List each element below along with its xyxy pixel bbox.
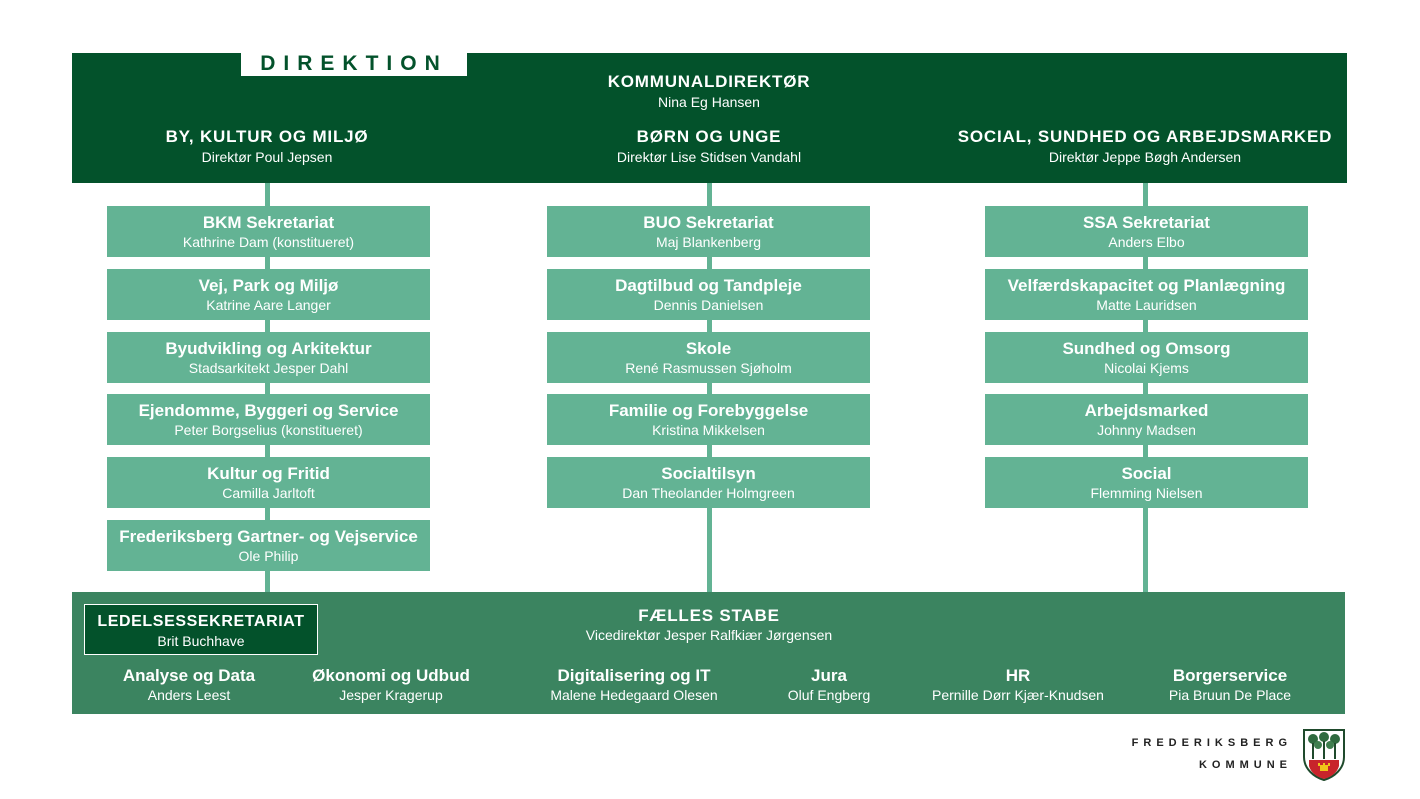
unit-title: Skole: [685, 339, 732, 358]
unit-box: Social Flemming Nielsen: [985, 457, 1308, 508]
ledelsessekretariat-box: LEDELSESSEKRETARIAT Brit Buchhave: [84, 604, 318, 655]
unit-leader: Ole Philip: [238, 548, 299, 564]
division-director: Direktør Lise Stidsen Vandahl: [616, 149, 802, 165]
division-director: Direktør Poul Jepsen: [201, 149, 333, 165]
logo-line-2: KOMMUNE: [1198, 759, 1292, 771]
stab-leader: Anders Leest: [147, 687, 231, 703]
unit-title: Frederiksberg Gartner- og Vejservice: [119, 527, 418, 546]
unit-box: BKM Sekretariat Kathrine Dam (konstituer…: [107, 206, 430, 257]
stab-unit: Digitalisering og IT Malene Hedegaard Ol…: [519, 666, 749, 704]
unit-box: BUO Sekretariat Maj Blankenberg: [547, 206, 870, 257]
unit-box: Familie og Forebyggelse Kristina Mikkels…: [547, 394, 870, 445]
unit-leader: Anders Elbo: [1108, 234, 1185, 250]
unit-box: Vej, Park og Miljø Katrine Aare Langer: [107, 269, 430, 320]
division-director: Direktør Jeppe Bøgh Andersen: [1048, 149, 1242, 165]
unit-box: Skole René Rasmussen Sjøholm: [547, 332, 870, 383]
stab-leader: Oluf Engberg: [787, 687, 871, 703]
stab-title: Digitalisering og IT: [557, 666, 711, 685]
unit-box: Byudvikling og Arkitektur Stadsarkitekt …: [107, 332, 430, 383]
division-header-bkm: BY, KULTUR OG MILJØ Direktør Poul Jepsen: [87, 127, 447, 165]
unit-title: Ejendomme, Byggeri og Service: [138, 401, 399, 420]
unit-title: Familie og Forebyggelse: [608, 401, 809, 420]
division-header-ssa: SOCIAL, SUNDHED OG ARBEJDSMARKED Direktø…: [945, 127, 1345, 165]
stab-title: Borgerservice: [1172, 666, 1288, 685]
unit-title: Kultur og Fritid: [207, 464, 330, 483]
unit-box: Ejendomme, Byggeri og Service Peter Borg…: [107, 394, 430, 445]
stab-title: Jura: [811, 666, 847, 685]
unit-title: Social: [1121, 464, 1172, 483]
division-title: BY, KULTUR OG MILJØ: [165, 127, 369, 146]
kommunaldirektor-name: Nina Eg Hansen: [658, 94, 760, 110]
faelles-stabe-header: FÆLLES STABE Vicedirektør Jesper Ralfkiæ…: [509, 606, 909, 644]
kommunaldirektor-block: KOMMUNALDIREKTØR Nina Eg Hansen: [509, 72, 909, 110]
unit-box: Sundhed og Omsorg Nicolai Kjems: [985, 332, 1308, 383]
unit-leader: Katrine Aare Langer: [206, 297, 331, 313]
connector-line-bkm: [265, 183, 270, 592]
unit-title: BKM Sekretariat: [202, 213, 335, 232]
stab-leader: Jesper Kragerup: [339, 687, 443, 703]
ledelsessekretariat-title: LEDELSESSEKRETARIAT: [97, 613, 305, 630]
unit-title: Velfærdskapacitet og Planlægning: [1007, 276, 1286, 295]
stab-title: Analyse og Data: [122, 666, 256, 685]
unit-box: Velfærdskapacitet og Planlægning Matte L…: [985, 269, 1308, 320]
connector-line-ssa: [1143, 183, 1148, 592]
unit-box: Frederiksberg Gartner- og Vejservice Ole…: [107, 520, 430, 571]
unit-leader: Johnny Madsen: [1097, 422, 1196, 438]
ledelsessekretariat-leader: Brit Buchhave: [157, 633, 245, 649]
unit-leader: Maj Blankenberg: [655, 234, 762, 250]
unit-leader: Nicolai Kjems: [1104, 360, 1189, 376]
kommunaldirektor-title: KOMMUNALDIREKTØR: [607, 72, 811, 91]
stab-title: Økonomi og Udbud: [312, 666, 470, 685]
unit-leader: Flemming Nielsen: [1090, 485, 1203, 501]
faelles-stabe-title: FÆLLES STABE: [638, 606, 780, 625]
division-title: SOCIAL, SUNDHED OG ARBEJDSMARKED: [957, 127, 1333, 146]
division-header-buo: BØRN OG UNGE Direktør Lise Stidsen Vanda…: [529, 127, 889, 165]
connector-line-buo: [707, 183, 712, 592]
unit-title: SSA Sekretariat: [1083, 213, 1210, 232]
unit-title: Socialtilsyn: [661, 464, 756, 483]
faelles-stabe-leader: Vicedirektør Jesper Ralfkiær Jørgensen: [585, 627, 833, 643]
unit-title: Vej, Park og Miljø: [198, 276, 339, 295]
unit-leader: René Rasmussen Sjøholm: [625, 360, 792, 376]
stab-title: HR: [1005, 666, 1031, 685]
unit-title: Byudvikling og Arkitektur: [165, 339, 372, 358]
unit-leader: Camilla Jarltoft: [222, 485, 315, 501]
unit-box: Dagtilbud og Tandpleje Dennis Danielsen: [547, 269, 870, 320]
unit-box: SSA Sekretariat Anders Elbo: [985, 206, 1308, 257]
unit-box: Kultur og Fritid Camilla Jarltoft: [107, 457, 430, 508]
unit-leader: Stadsarkitekt Jesper Dahl: [188, 360, 349, 376]
stab-leader: Pia Bruun De Place: [1168, 687, 1292, 703]
unit-leader: Kristina Mikkelsen: [652, 422, 765, 438]
stab-unit: Analyse og Data Anders Leest: [94, 666, 284, 704]
unit-title: Dagtilbud og Tandpleje: [615, 276, 802, 295]
stab-unit: Økonomi og Udbud Jesper Kragerup: [291, 666, 491, 704]
stab-unit: Jura Oluf Engberg: [759, 666, 899, 704]
unit-title: BUO Sekretariat: [643, 213, 774, 232]
unit-title: Arbejdsmarked: [1084, 401, 1209, 420]
stab-leader: Pernille Dørr Kjær-Knudsen: [932, 687, 1104, 703]
direktion-label: DIREKTION: [241, 52, 467, 76]
unit-leader: Dan Theolander Holmgreen: [622, 485, 795, 501]
stab-unit: Borgerservice Pia Bruun De Place: [1150, 666, 1310, 704]
unit-leader: Dennis Danielsen: [653, 297, 764, 313]
stab-unit: HR Pernille Dørr Kjær-Knudsen: [907, 666, 1129, 704]
division-title: BØRN OG UNGE: [636, 127, 782, 146]
unit-box: Arbejdsmarked Johnny Madsen: [985, 394, 1308, 445]
unit-leader: Peter Borgselius (konstitueret): [174, 422, 363, 438]
unit-leader: Kathrine Dam (konstitueret): [182, 234, 355, 250]
unit-title: Sundhed og Omsorg: [1062, 339, 1231, 358]
unit-box: Socialtilsyn Dan Theolander Holmgreen: [547, 457, 870, 508]
unit-leader: Matte Lauridsen: [1096, 297, 1197, 313]
logo-line-1: FREDERIKSBERG: [1131, 737, 1292, 749]
stab-leader: Malene Hedegaard Olesen: [550, 687, 718, 703]
frederiksberg-coat-of-arms-icon: [1303, 729, 1345, 781]
